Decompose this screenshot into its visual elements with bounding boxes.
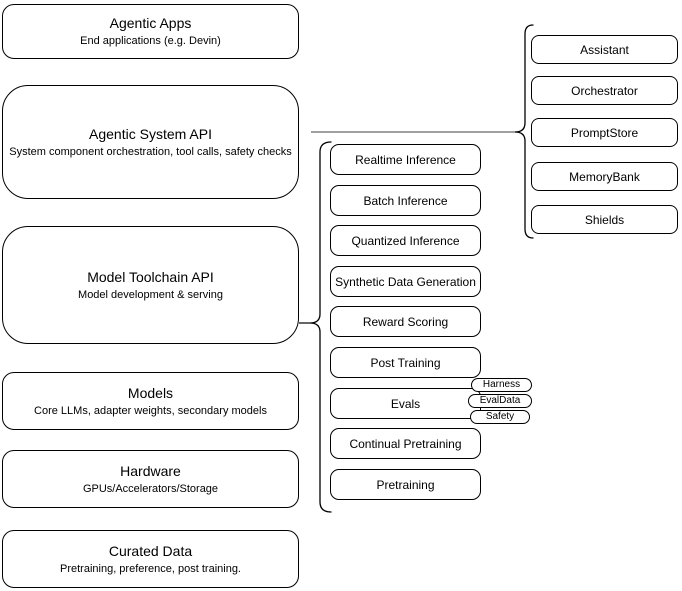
node-subtitle: Model development & serving	[78, 288, 223, 301]
node-title: Models	[127, 384, 174, 401]
node-reward-scoring: Reward Scoring	[330, 306, 481, 337]
node-quantized-inference: Quantized Inference	[330, 225, 481, 256]
node-label: Batch Inference	[363, 193, 448, 208]
node-label: PromptStore	[570, 125, 639, 140]
node-title: Model Toolchain API	[87, 268, 214, 285]
node-subtitle: Pretraining, preference, post training.	[60, 562, 241, 575]
node-continual-pretraining: Continual Pretraining	[330, 428, 481, 459]
node-subtitle: End applications (e.g. Devin)	[80, 35, 221, 47]
tag-evaldata: EvalData	[468, 394, 532, 408]
node-curated-data: Curated Data Pretraining, preference, po…	[2, 530, 299, 588]
node-model-toolchain-api: Model Toolchain API Model development & …	[2, 226, 299, 344]
node-assistant: Assistant	[531, 35, 678, 64]
node-memorybank: MemoryBank	[531, 162, 678, 191]
node-label: Quantized Inference	[351, 233, 460, 248]
toolchain-brace	[309, 141, 332, 513]
node-label: Orchestrator	[571, 83, 638, 98]
node-pretraining: Pretraining	[330, 469, 481, 500]
tag-label: EvalData	[479, 395, 521, 406]
node-subtitle: GPUs/Accelerators/Storage	[82, 482, 219, 495]
node-hardware: Hardware GPUs/Accelerators/Storage	[2, 450, 299, 508]
node-batch-inference: Batch Inference	[330, 185, 481, 216]
tag-safety: Safety	[470, 410, 530, 424]
node-title: Agentic Apps	[109, 15, 192, 31]
node-label: Post Training	[370, 355, 441, 370]
node-shields: Shields	[531, 205, 678, 234]
node-label: Evals	[390, 396, 421, 411]
tag-label: Safety	[485, 411, 515, 422]
node-label: MemoryBank	[569, 169, 640, 184]
node-label: Continual Pretraining	[349, 436, 462, 451]
node-models: Models Core LLMs, adapter weights, secon…	[2, 372, 299, 430]
node-label: Shields	[584, 212, 625, 227]
node-realtime-inference: Realtime Inference	[330, 144, 481, 175]
tag-label: Harness	[482, 379, 521, 390]
node-label: Assistant	[580, 42, 629, 57]
node-agentic-system-api: Agentic System API System component orch…	[2, 85, 299, 199]
node-promptstore: PromptStore	[531, 118, 678, 147]
node-title: Hardware	[120, 462, 181, 479]
node-subtitle: Core LLMs, adapter weights, secondary mo…	[34, 404, 267, 417]
node-synthetic-data-generation: Synthetic Data Generation	[330, 266, 481, 297]
node-post-training: Post Training	[330, 347, 481, 378]
node-agentic-apps: Agentic Apps End applications (e.g. Devi…	[2, 4, 299, 59]
node-label: Reward Scoring	[362, 314, 449, 329]
node-orchestrator: Orchestrator	[531, 76, 678, 105]
node-title: Agentic System API	[89, 125, 212, 142]
node-label: Realtime Inference	[355, 152, 456, 167]
node-label: Pretraining	[376, 477, 435, 492]
node-label: Synthetic Data Generation	[335, 274, 476, 289]
node-title: Curated Data	[108, 542, 193, 559]
node-evals: Evals	[330, 388, 481, 419]
tag-harness: Harness	[471, 378, 532, 392]
node-subtitle: System component orchestration, tool cal…	[9, 145, 292, 158]
